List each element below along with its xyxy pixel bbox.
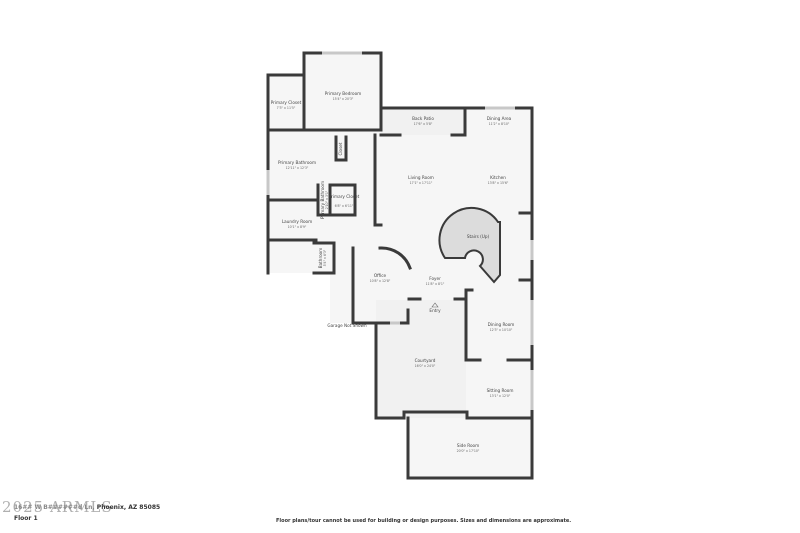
watermark: 2025 ARMLS (2, 498, 113, 516)
svg-text:Primary Closet: Primary Closet (271, 100, 302, 105)
svg-text:Sitting Room: Sitting Room (487, 388, 514, 393)
room-label: Garage Not Shown (327, 323, 367, 328)
floor-fill (268, 53, 532, 478)
address-prefix: 16## W B######d Ln, (14, 504, 95, 511)
svg-text:Dining Room: Dining Room (488, 322, 515, 327)
room-label: Primary Closet 6'8" x 6'11" (329, 194, 360, 208)
svg-text:Laundry Room: Laundry Room (282, 219, 312, 224)
svg-text:17'6" x 5'8": 17'6" x 5'8" (414, 122, 433, 126)
svg-text:20'0" x 17'10": 20'0" x 17'10" (457, 449, 480, 453)
stairs (438, 206, 501, 284)
svg-text:Primary Bathroom: Primary Bathroom (278, 160, 316, 165)
room-label: Stairs (Up) (467, 234, 490, 239)
svg-text:12'3" x 10'10": 12'3" x 10'10" (490, 328, 513, 332)
svg-text:17'1" x 17'11": 17'1" x 17'11" (410, 181, 433, 185)
svg-text:Garage Not Shown: Garage Not Shown (327, 323, 367, 328)
svg-text:2'10" x 3'1": 2'10" x 3'1" (325, 190, 329, 209)
svg-text:Dining Area: Dining Area (487, 116, 512, 121)
svg-text:Back Patio: Back Patio (412, 116, 434, 121)
svg-text:Side Room: Side Room (457, 443, 479, 448)
entry-arrow-icon (431, 302, 439, 308)
svg-text:Bathroom: Bathroom (318, 248, 323, 269)
svg-text:16'0" x 24'0": 16'0" x 24'0" (415, 364, 436, 368)
svg-text:15'4" x 20'3": 15'4" x 20'3" (333, 97, 354, 101)
svg-text:Entry: Entry (429, 308, 441, 313)
svg-text:Kitchen: Kitchen (490, 175, 506, 180)
floor-label: Floor 1 (14, 515, 38, 522)
svg-text:10'8" x 12'8": 10'8" x 12'8" (370, 279, 391, 283)
windows (266, 51, 534, 410)
room-label: Entry (429, 308, 441, 313)
walls (266, 51, 534, 480)
svg-text:10'1" x 8'9": 10'1" x 8'9" (288, 225, 307, 229)
svg-text:Primary Bedroom: Primary Bedroom (325, 91, 361, 96)
svg-text:Stairs (Up): Stairs (Up) (467, 234, 490, 239)
svg-text:5'4" x 6'3": 5'4" x 6'3" (323, 249, 327, 266)
svg-text:13'8" x 15'6": 13'8" x 15'6" (488, 181, 509, 185)
svg-text:12'11" x 12'3": 12'11" x 12'3" (286, 166, 309, 170)
svg-text:11'2" x 8'10": 11'2" x 8'10" (489, 122, 510, 126)
svg-text:11'8" x 8'1": 11'8" x 8'1" (426, 282, 445, 286)
svg-text:6'8" x 6'11": 6'8" x 6'11" (335, 204, 354, 208)
svg-text:Closet: Closet (338, 142, 343, 155)
svg-text:Foyer: Foyer (429, 276, 441, 281)
room-label: Closet (338, 142, 343, 155)
svg-text:Primary Bathroom: Primary Bathroom (320, 181, 325, 219)
svg-text:7'3" x 11'5": 7'3" x 11'5" (277, 106, 296, 110)
address: 16## W B######d Ln, Phoenix, AZ 85085 (14, 504, 160, 511)
svg-text:Office: Office (374, 273, 387, 278)
svg-text:13'1" x 12'0": 13'1" x 12'0" (490, 394, 511, 398)
disclaimer: Floor plans/tour cannot be used for buil… (276, 518, 572, 524)
svg-text:Living Room: Living Room (408, 175, 434, 180)
svg-text:Courtyard: Courtyard (415, 358, 436, 363)
address-city: Phoenix, AZ 85085 (96, 504, 161, 511)
svg-text:Primary Closet: Primary Closet (329, 194, 360, 199)
